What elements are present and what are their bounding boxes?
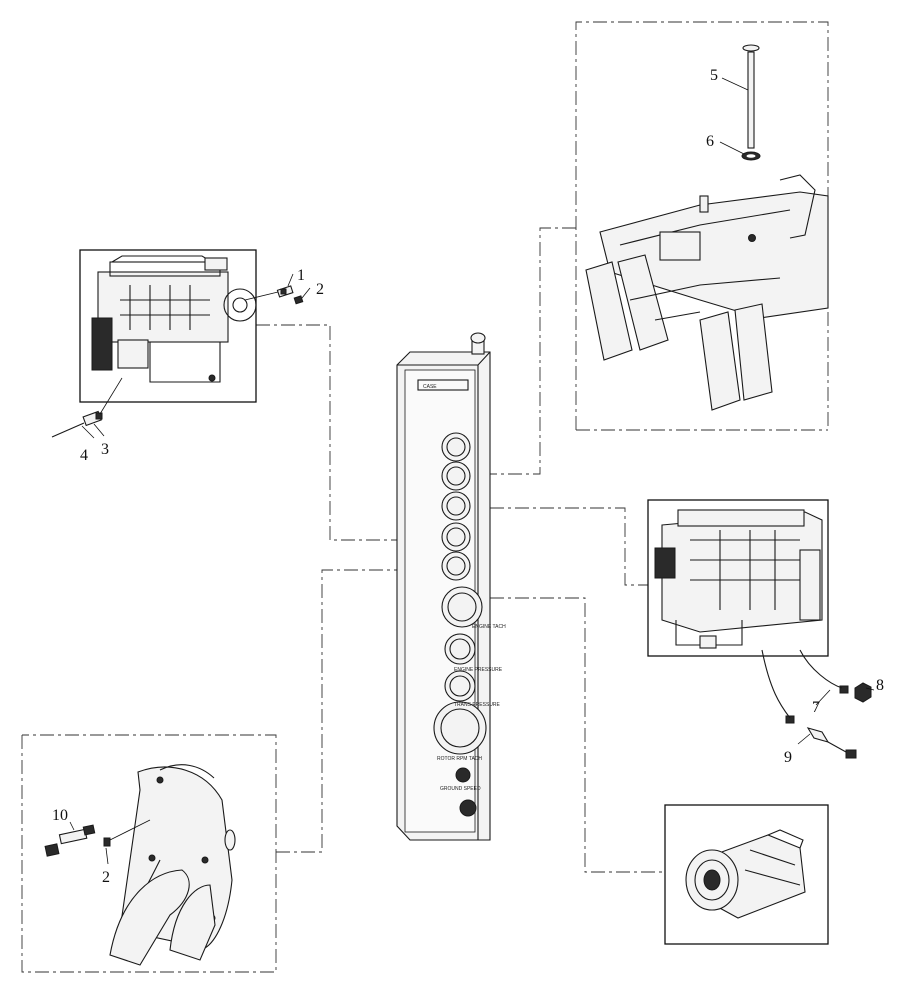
- callout-3: 3: [101, 441, 109, 458]
- callout-8: 8: [876, 677, 884, 694]
- gauge-icon: [433, 432, 487, 817]
- callout-7: 7: [812, 699, 820, 716]
- callout-4: 4: [80, 447, 88, 464]
- sensor-part-9: [806, 727, 857, 759]
- gearbox-icon: [109, 764, 236, 966]
- callout-1: 1: [297, 267, 305, 284]
- nut-part-2: [293, 295, 304, 305]
- frame-icon: [585, 174, 829, 411]
- ground-speed-label: GROUND SPEED: [440, 786, 481, 792]
- nut-part-2b: [103, 837, 111, 847]
- fitting-part-1: [276, 285, 294, 298]
- callout-6: 6: [706, 133, 714, 150]
- wire-part-4: [51, 422, 85, 438]
- engine-icon: [91, 255, 257, 383]
- callout-2b: 2: [102, 869, 110, 886]
- engine-tach-label: ENGINE TACH: [472, 624, 506, 630]
- engine-inset-left: [79, 249, 257, 403]
- callout-5: 5: [710, 67, 718, 84]
- callout-2: 2: [316, 281, 324, 298]
- callout-10: 10: [52, 807, 68, 824]
- o-ring-part-6: [741, 151, 761, 161]
- instrument-panel: CASE ENGINE TACH ENGINE PRESSURE TRANS P…: [396, 332, 506, 841]
- plug-part-8: [854, 682, 872, 703]
- adapter-part-7: [785, 685, 849, 724]
- rotor-tach-label: ROTOR RPM TACH: [437, 756, 482, 762]
- gearbox-inset: [44, 764, 236, 966]
- sender-part-10: [44, 824, 96, 857]
- sender-part-3: [82, 410, 103, 427]
- alternator-inset: [664, 804, 829, 945]
- engine-inset-right: [647, 499, 829, 657]
- frame-assembly: [585, 44, 829, 411]
- callout-labels: 1 2 3 4 5 6 7 8 9 10 2: [52, 67, 884, 886]
- engine-pressure-label: ENGINE PRESSURE: [454, 667, 503, 673]
- panel-brand-label: CASE: [423, 384, 437, 390]
- alternator-icon: [685, 829, 806, 919]
- callout-9: 9: [784, 749, 792, 766]
- trans-pressure-label: TRANS PRESSURE: [454, 702, 501, 708]
- callout-leaders: [69, 273, 875, 865]
- tube-part-5: [742, 44, 760, 149]
